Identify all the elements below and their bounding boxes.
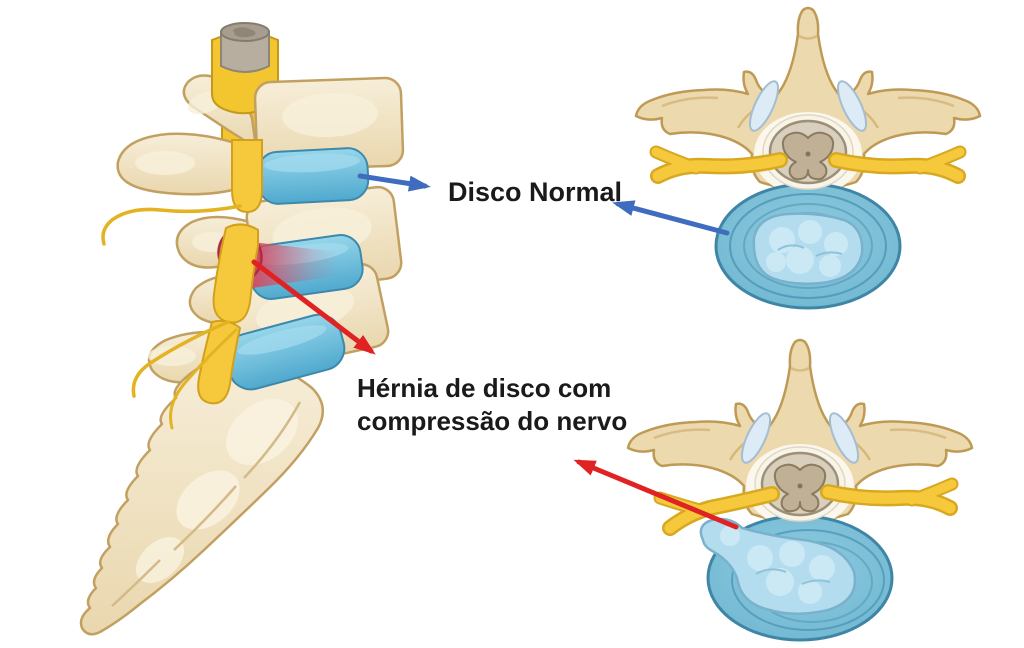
nerve-filament [131,320,230,398]
hernia-arrow-from-lateral [251,259,376,355]
nerve-root [197,319,242,405]
hernia-label-line1: Hérnia de disco com [357,373,612,403]
normal-disc-arrow-from-axial [612,200,730,236]
annotation-arrows [251,173,739,530]
hernia-arrow-from-axial [573,459,739,530]
disc-normal-axial [714,182,902,310]
sacrum [79,350,325,636]
nerve-roots-axial [649,145,967,184]
hernia-label: Hérnia de disco com compressão do nervo [357,372,627,438]
axial-vertebra-herniated [626,338,974,642]
hernia-label-line2: compressão do nervo [357,406,628,436]
nerve-filament [101,204,242,246]
disc-herniated-axial [699,514,894,642]
nerve-root [231,139,263,214]
axial-vertebra-normal [634,6,982,310]
normal-disc-label: Disco Normal [448,177,623,207]
normal-disc-arrow-from-lateral [357,173,431,192]
lateral-spine-view [79,22,405,636]
nerve-filament [169,328,238,430]
nerve-root-compressed [212,223,259,324]
